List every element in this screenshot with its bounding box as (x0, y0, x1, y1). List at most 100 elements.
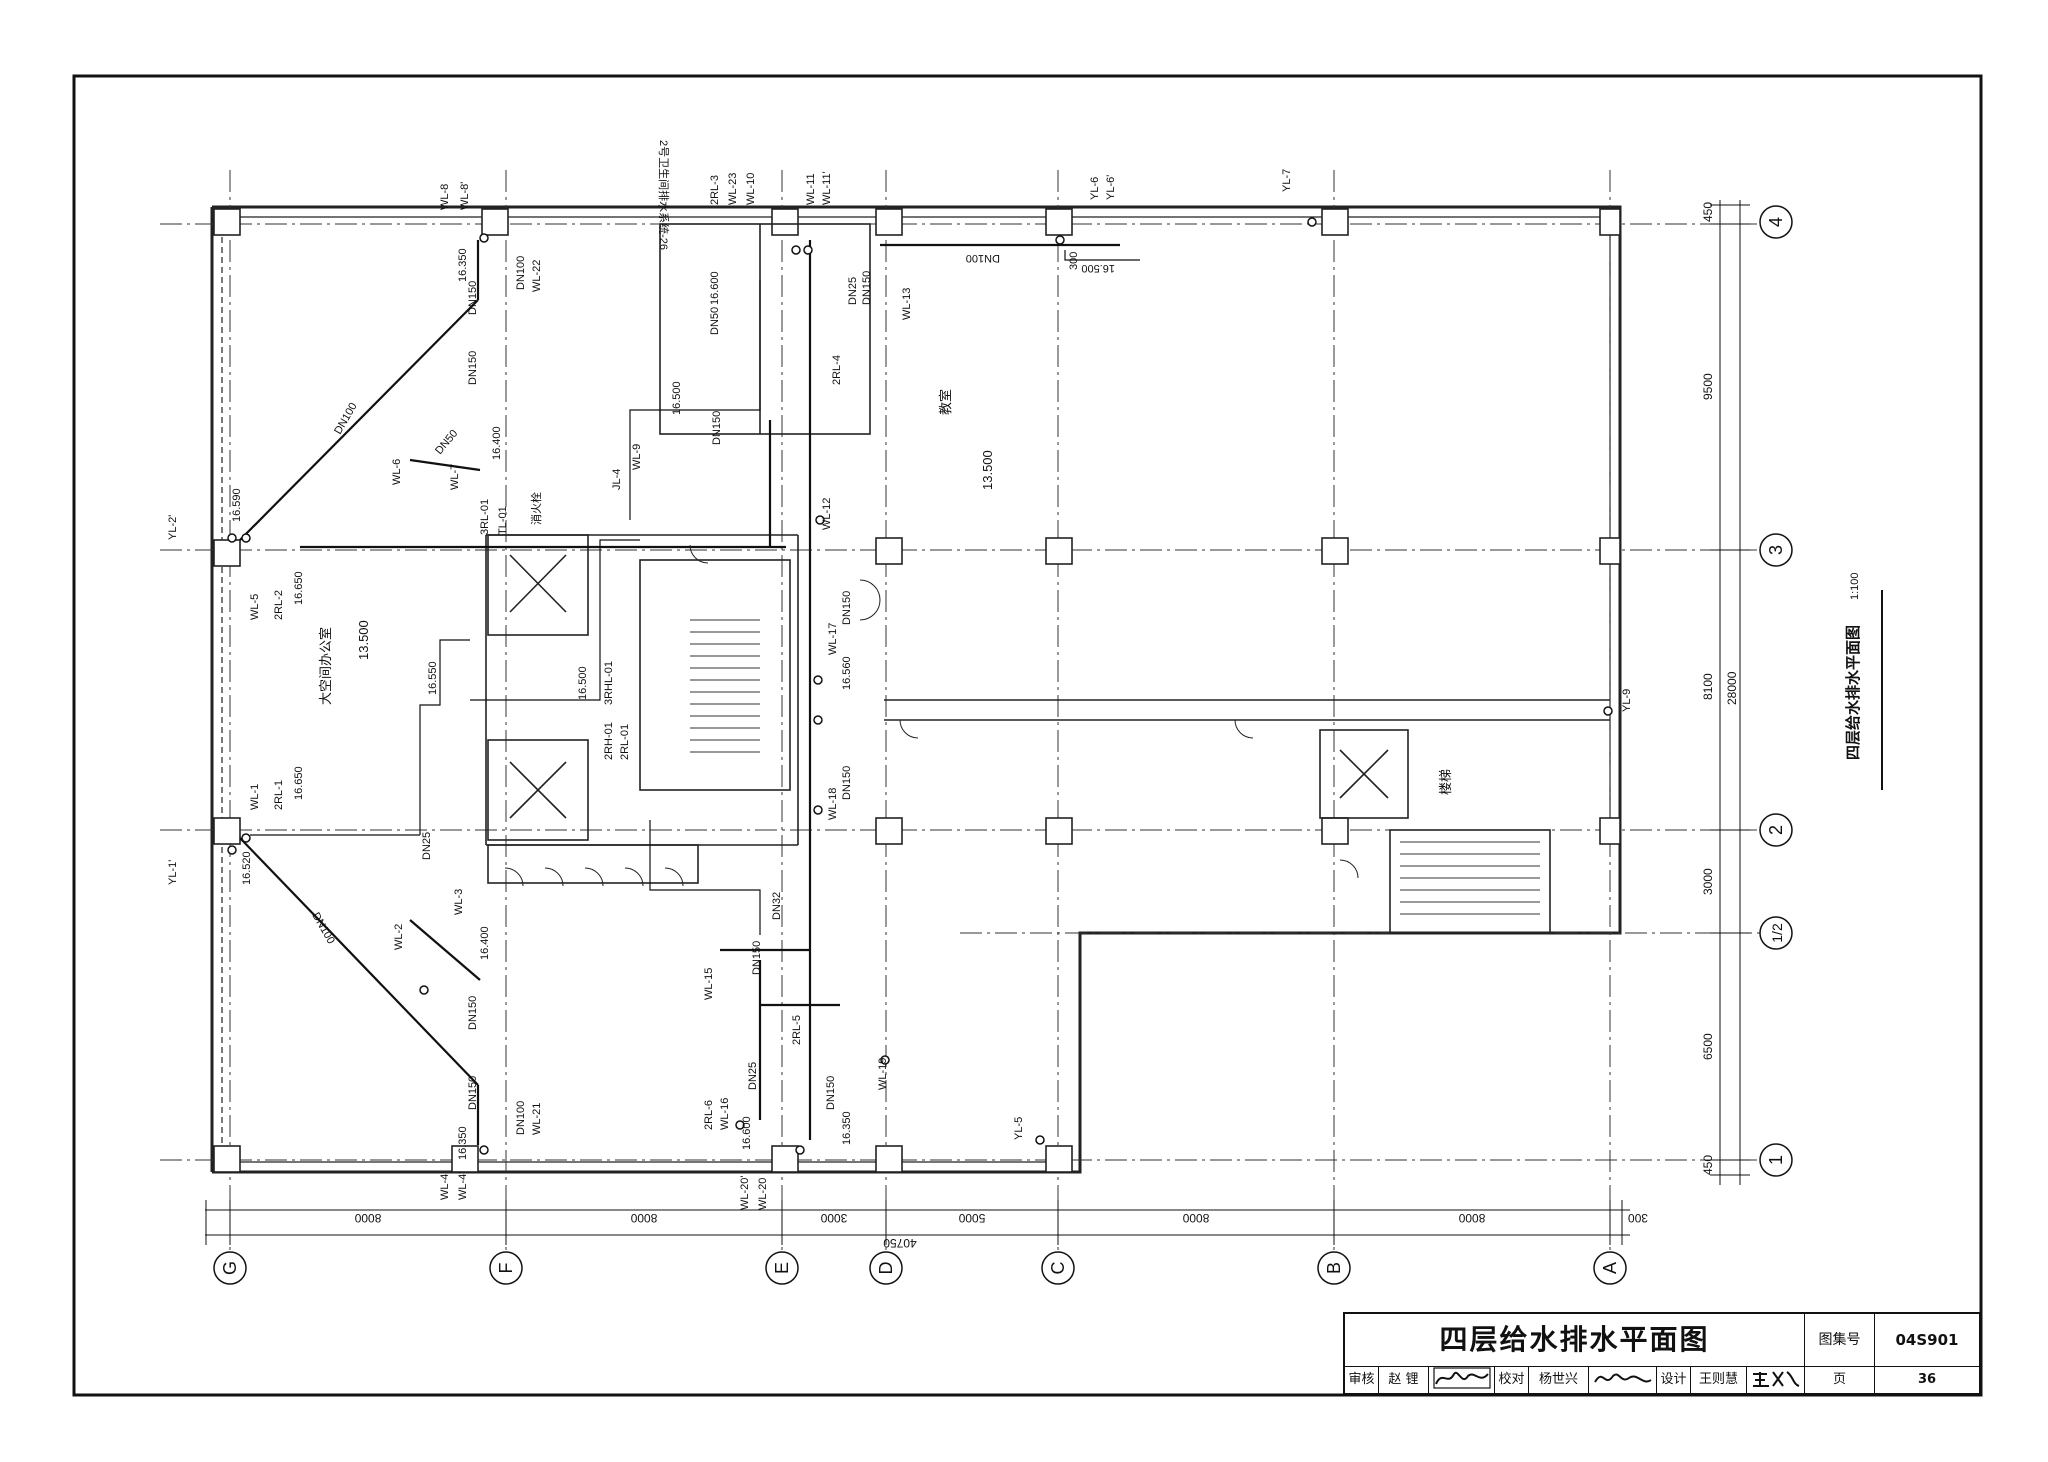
axis-col-d: D (876, 1262, 896, 1275)
label-wl6: WL-6 (391, 459, 403, 485)
atlas-number: 04S901 (1895, 1331, 1959, 1349)
elev-e2: 16.650 (293, 571, 305, 605)
label-wl11: WL-11 (805, 173, 817, 205)
signature-zhao (1432, 1367, 1491, 1389)
label-dn150-g: DN150 (841, 591, 853, 625)
stair-treads (690, 619, 1540, 915)
axis-col-c: C (1048, 1262, 1068, 1275)
dim-r3: 8100 (1701, 673, 1715, 700)
elev-e8: 16.520 (241, 851, 253, 885)
elev-e5: 16.600 (709, 271, 721, 305)
row-axis-labels: 4 3 2 1/2 1 (1766, 217, 1786, 1165)
axis-col-e: E (772, 1262, 792, 1274)
dim-b2: 8000 (630, 1211, 657, 1225)
page-number: 36 (1917, 1372, 1937, 1387)
checker-signature (1589, 1366, 1657, 1393)
pipe-label-group: WL-5 2RL-2 16.650 WL-1 2RL-1 16.650 YL-2… (167, 140, 1633, 1210)
axis-row-1-2: 1/2 (1769, 923, 1785, 943)
dim-bottom (205, 1200, 1630, 1245)
label-wl20: WL-20 (757, 1178, 769, 1210)
elev-e7: 16.560 (841, 656, 853, 690)
elev-e6: 16.500 (671, 381, 683, 415)
label-dn150-i: DN150 (751, 941, 763, 975)
label-dn25-b: DN25 (847, 277, 859, 305)
label-wl21: WL-21 (531, 1103, 543, 1135)
label-rl6: 2RL-6 (703, 1100, 715, 1130)
label-wl10: WL-10 (745, 173, 757, 205)
title-block: 四层给水排水平面图 图集号 04S901 审核 赵 锂 校对 杨世兴 设计 王则… (1343, 1312, 1981, 1395)
col-axis-bubbles (213, 1251, 1627, 1285)
check-label: 校对 (1495, 1366, 1529, 1393)
dim-right-labels: 450 9500 8100 28000 3000 6500 450 (1701, 202, 1739, 1175)
label-dn150-e: DN150 (861, 271, 873, 305)
label-dn25-a: DN25 (421, 832, 433, 860)
signature-yang (1593, 1373, 1652, 1383)
label-wl5: WL-5 (249, 594, 261, 620)
label-e16500: 16.500 (1081, 262, 1115, 274)
label-wl15: WL-15 (703, 968, 715, 1000)
label-wl7: WL-7 (449, 464, 461, 490)
label-dn100-a: DN100 (515, 256, 527, 290)
label-dn150-c: DN150 (467, 996, 479, 1030)
dim-b8: 40750 (883, 1236, 917, 1250)
reviewer-name: 赵 锂 (1379, 1366, 1429, 1393)
label-yl5: YL-5 (1013, 1117, 1025, 1140)
label-rl01: 2RL-01 (619, 724, 631, 760)
label-dn150-b: DN150 (467, 351, 479, 385)
label-dn32: DN32 (771, 892, 783, 920)
label-wl17: WL-17 (827, 623, 839, 655)
row-axis-bubbles (1759, 205, 1793, 1177)
label-yl7: YL-7 (1281, 169, 1293, 192)
dim-b7: 300 (1628, 1211, 1648, 1225)
label-wl2: WL-2 (393, 924, 405, 950)
dim-r5: 3000 (1701, 868, 1715, 895)
page-label: 页 (1805, 1366, 1875, 1393)
label-wl11p: WL-11' (821, 171, 833, 205)
room-label-stair: 楼梯 (1438, 769, 1453, 795)
label-wl23: WL-23 (727, 173, 739, 205)
designer-name: 王则慧 (1691, 1366, 1747, 1393)
drawing-frame (72, 74, 1983, 1397)
label-d300: 300 (1068, 252, 1080, 270)
axis-row-4: 4 (1766, 217, 1786, 227)
label-dn50-a: DN50 (433, 428, 460, 457)
axis-row-1: 1 (1766, 1155, 1786, 1165)
plan-scale: 1:100 (1849, 572, 1861, 600)
elev-e9: 16.550 (427, 661, 439, 695)
elev-e11: 16.350 (457, 1126, 469, 1160)
col-axis-labels: G F E D C B A (220, 1261, 1620, 1275)
dim-r6: 6500 (1701, 1033, 1715, 1060)
label-tl01: TL-01 (497, 506, 509, 535)
label-wl22: WL-22 (531, 260, 543, 292)
label-wl19: WL-19 (877, 1058, 889, 1090)
label-dn100-d: DN100 (515, 1101, 527, 1135)
label-wl4: WL-4 (439, 1174, 451, 1200)
label-dn25-c: DN25 (747, 1062, 759, 1090)
label-dn50-b: DN50 (709, 307, 721, 335)
label-dn100-b: DN100 (332, 401, 360, 437)
axis-col-g: G (220, 1261, 240, 1275)
supply-pipes (250, 250, 1140, 935)
label-rh3: 3RHL-01 (603, 661, 615, 705)
label-rl3: 2RL-3 (709, 175, 721, 205)
elev-e15: 16.350 (841, 1111, 853, 1145)
dim-r4: 28000 (1725, 671, 1739, 705)
dim-b6: 8000 (1458, 1211, 1485, 1225)
dim-right (1710, 200, 1750, 1185)
label-rl4: 2RL-4 (831, 355, 843, 385)
dim-b3: 3000 (820, 1211, 847, 1225)
dim-bottom-labels: 8000 8000 3000 5000 8000 8000 300 40750 (354, 1211, 1648, 1250)
grid-lines (160, 170, 1760, 1250)
dim-b1: 8000 (354, 1211, 381, 1225)
checker-name: 杨世兴 (1529, 1366, 1589, 1393)
title-block-row-2: 审核 赵 锂 校对 杨世兴 设计 王则慧 页 36 (1345, 1366, 1979, 1393)
elev-e10: 16.400 (479, 926, 491, 960)
review-label: 审核 (1345, 1366, 1379, 1393)
axis-col-b: B (1324, 1262, 1344, 1274)
label-wl8: WL-8 (439, 184, 451, 210)
designer-signature (1747, 1366, 1805, 1393)
dim-r7: 450 (1701, 1155, 1715, 1175)
label-dn150-a: DN150 (467, 281, 479, 315)
